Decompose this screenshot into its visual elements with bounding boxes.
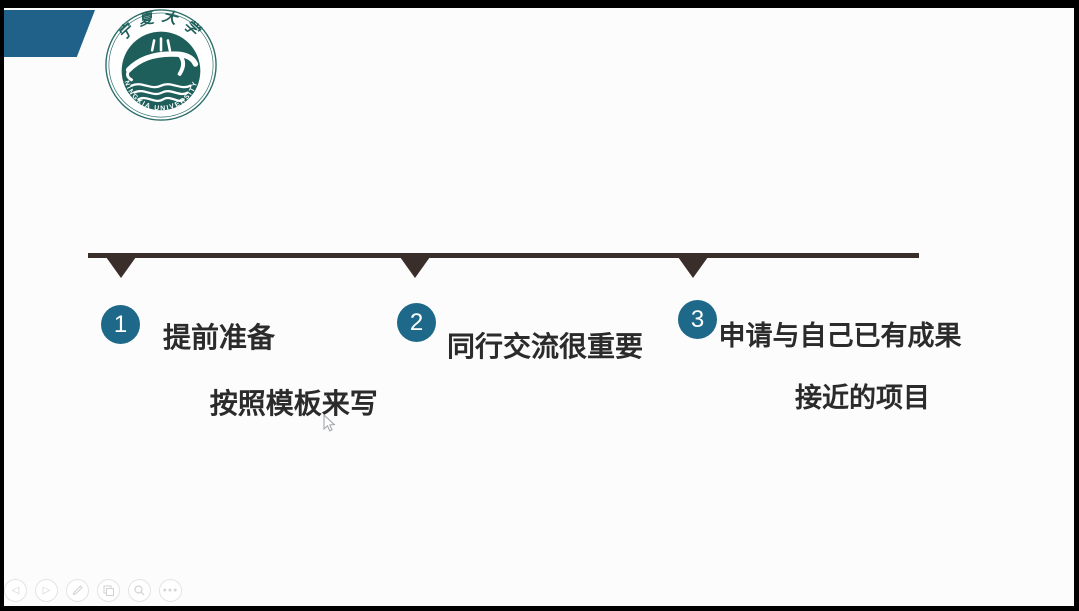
step-number-badge-1: 1 [101, 305, 140, 344]
slide-canvas: 宁夏大学 NINGXIA UNIVERSITY [4, 8, 1074, 606]
step-3-line-2: 接近的项目 [795, 383, 930, 413]
presenter-toolbar: ◁ ▷ ● [4, 579, 182, 602]
pen-tool-button[interactable] [66, 579, 89, 602]
slide-panel-button[interactable] [97, 579, 120, 602]
timeline-marker-1 [106, 257, 136, 278]
university-logo: 宁夏大学 NINGXIA UNIVERSITY [105, 8, 217, 121]
next-slide-button[interactable]: ▷ [35, 579, 58, 602]
step-number-badge-2: 2 [397, 303, 436, 342]
previous-slide-icon: ◁ [11, 584, 20, 596]
step-1-line-1: 提前准备 [163, 322, 276, 353]
previous-slide-button[interactable]: ◁ [4, 579, 27, 602]
magnifier-button[interactable] [128, 579, 151, 602]
more-options-button[interactable]: ●●● [159, 579, 182, 602]
corner-accent-shape [4, 10, 95, 57]
step-text-1: 提前准备 按照模板来写 [163, 321, 378, 420]
magnifier-icon [134, 585, 145, 596]
timeline-marker-3 [678, 257, 708, 278]
step-3-line-1: 申请与自己已有成果 [718, 321, 962, 351]
step-text-3: 申请与自己已有成果 接近的项目 [713, 321, 967, 414]
mouse-pointer-icon [323, 413, 336, 432]
slide-panel-icon [103, 585, 114, 596]
step-2-line-1: 同行交流很重要 [447, 331, 644, 362]
pen-icon [72, 585, 83, 596]
step-number-1: 1 [113, 310, 128, 338]
next-slide-icon: ▷ [42, 584, 51, 596]
step-number-2: 2 [409, 308, 424, 336]
logo-swoosh-mark [125, 37, 199, 102]
timeline-marker-2 [400, 257, 430, 278]
step-text-2: 同行交流很重要 [447, 330, 643, 363]
ellipsis-icon: ●●● [162, 587, 179, 594]
step-1-line-2: 按照模板来写 [209, 388, 378, 419]
timeline-line [88, 253, 919, 258]
step-number-badge-3: 3 [678, 300, 717, 339]
step-number-3: 3 [690, 305, 705, 333]
